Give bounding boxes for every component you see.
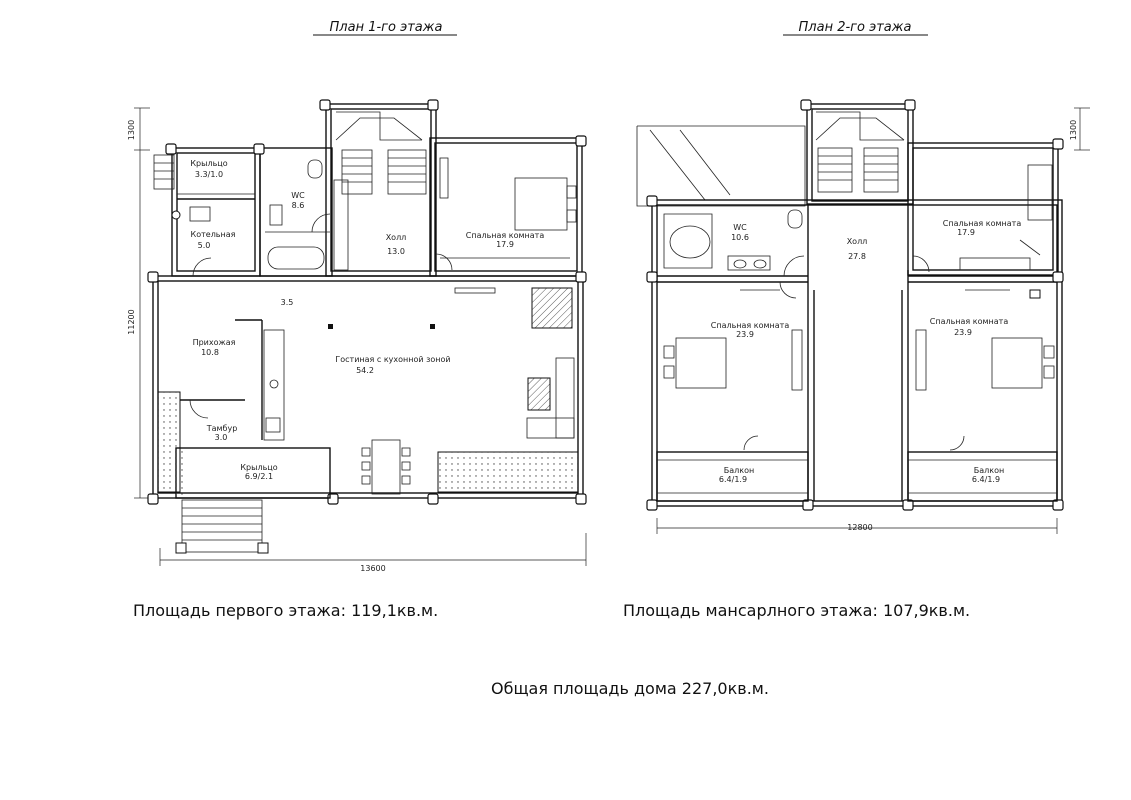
wc1-area: 8.6: [292, 201, 305, 210]
floor2-width-dim: 12800: [847, 523, 872, 532]
floor1-title: План 1-го этажа: [330, 20, 443, 35]
vestibule-area: 3.0: [215, 433, 228, 442]
balcony-w-area: 6.4/1.9: [719, 475, 747, 484]
floor2-title: План 2-го этажа: [799, 20, 912, 35]
bedroom-w-area: 23.9: [736, 330, 754, 339]
porch-main-name: Крыльцо: [240, 463, 277, 472]
bedroom-e-name: Спальная комната: [930, 317, 1009, 326]
attic-floor-area: Площадь мансарлного этажа: 107,9кв.м.: [623, 601, 970, 620]
boiler-name: Котельная: [191, 230, 236, 239]
balcony-e-name: Балкон: [974, 466, 1004, 475]
bedroom1-name: Спальная комната: [466, 231, 545, 240]
floor1-plan: [134, 99, 587, 566]
entrance-name: Прихожая: [193, 338, 236, 347]
living-area: 54.2: [356, 366, 374, 375]
porch-small-name: Крыльцо: [190, 159, 227, 168]
hall1-name: Холл: [386, 233, 407, 242]
floor1-room-labels: Крыльцо 3.3/1.0 WC 8.6 Холл 13.0 Спальна…: [190, 159, 544, 481]
total-area: Общая площадь дома 227,0кв.м.: [491, 679, 769, 698]
floor2-offset-dim: 1300: [1069, 120, 1078, 140]
wc2-name: WC: [733, 223, 747, 232]
floor2-plan: [636, 99, 1090, 534]
living-name: Гостиная с кухонной зоной: [335, 355, 450, 364]
floor2-room-labels: WC 10.6 Холл 27.8 Спальная комната 17.9 …: [711, 219, 1022, 484]
hall2-area: 27.8: [848, 252, 866, 261]
balcony-w-name: Балкон: [724, 466, 754, 475]
wc1-name: WC: [291, 191, 305, 200]
boiler-area: 5.0: [198, 241, 211, 250]
porch-main-area: 6.9/2.1: [245, 472, 273, 481]
first-floor-area: Площадь первого этажа: 119,1кв.м.: [133, 601, 438, 620]
balcony-e-area: 6.4/1.9: [972, 475, 1000, 484]
bedroom-ne-name: Спальная комната: [943, 219, 1022, 228]
wc2-area: 10.6: [731, 233, 749, 242]
bedroom-w-name: Спальная комната: [711, 321, 790, 330]
floor1-width-dim: 13600: [360, 564, 385, 573]
hall2-name: Холл: [847, 237, 868, 246]
hall1-area: 13.0: [387, 247, 405, 256]
floor1-offset-dim: 1300: [127, 120, 136, 140]
bedroom-e-area: 23.9: [954, 328, 972, 337]
entrance-area: 10.8: [201, 348, 219, 357]
porch-small-area: 3.3/1.0: [195, 170, 223, 179]
floor1-depth-dim: 11200: [127, 309, 136, 334]
corridor-area: 3.5: [281, 298, 294, 307]
vestibule-name: Тамбур: [206, 424, 238, 433]
bedroom1-area: 17.9: [496, 240, 514, 249]
bedroom-ne-area: 17.9: [957, 228, 975, 237]
